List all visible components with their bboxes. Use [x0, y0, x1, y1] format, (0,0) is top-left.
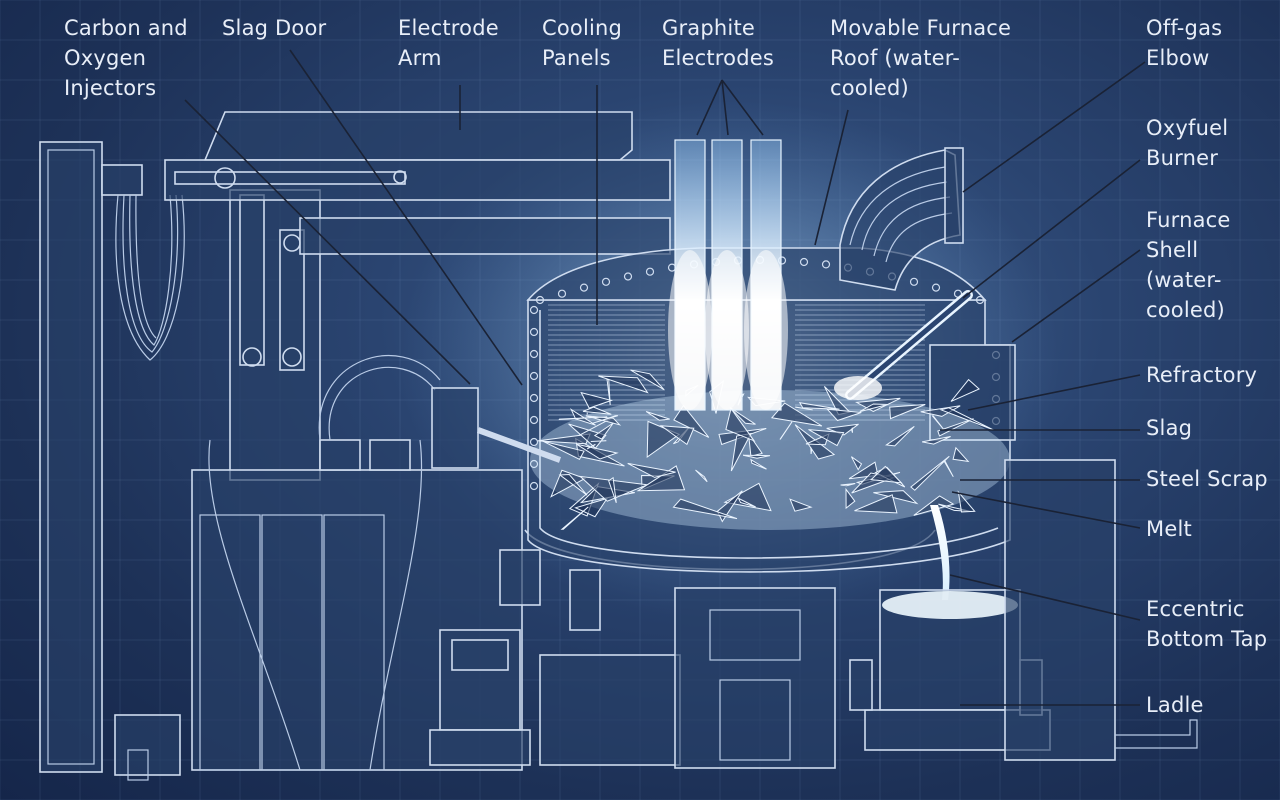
label-electrode-arm: Electrode Arm [398, 16, 499, 70]
electrode-arm-structure [164, 111, 671, 481]
label-cooling-panels: Cooling Panels [542, 16, 623, 70]
scrap-shard [884, 425, 915, 447]
scrap-shard [950, 378, 981, 402]
scrap-shard [598, 375, 649, 394]
off-gas-elbow [839, 147, 964, 291]
label-ladle: Ladle [1146, 693, 1204, 717]
scrap-shard [672, 498, 738, 520]
label-slag-door: Slag Door [222, 16, 327, 40]
scrap-shard [750, 458, 767, 470]
label-graphite-electrodes: Graphite Electrodes [662, 16, 775, 70]
scrap-shard [725, 407, 756, 442]
label-off-gas-elbow: Off-gas Elbow [1146, 16, 1223, 70]
oxyfuel-burner-lance [834, 290, 973, 400]
scrap-shard [873, 490, 919, 505]
scrap-shard [645, 411, 670, 421]
label-oxyfuel-burner: Oxyfuel Burner [1146, 116, 1229, 170]
scrap-shard [840, 483, 856, 487]
label-refractory: Refractory [1146, 363, 1258, 387]
graphite-electrodes [668, 139, 788, 411]
scrap-shard [795, 406, 813, 411]
scrap-shard [729, 407, 756, 425]
label-furnace-shell: Furnace Shell (water- cooled) [1146, 208, 1231, 322]
scrap-shard [593, 422, 614, 440]
scrap-shard [592, 415, 619, 424]
label-movable-furnace-roof: Movable Furnace Roof (water- cooled) [830, 16, 1012, 100]
scrap-shard [695, 469, 708, 483]
scrap-shard [798, 402, 840, 410]
scrap-shard [580, 391, 614, 409]
scrap-shard [582, 406, 612, 415]
scrap-shard [576, 443, 619, 460]
label-carbon-oxygen-injectors: Carbon and Oxygen Injectors [64, 16, 188, 100]
scrap-shard [570, 408, 596, 426]
scrap-shard [550, 469, 587, 498]
scrap-shard [560, 506, 589, 530]
scrap-shard [779, 421, 793, 440]
scrap-shard [630, 369, 665, 391]
label-steel-scrap: Steel Scrap [1146, 467, 1268, 491]
scrap-shard [808, 429, 845, 447]
scrap-shard [854, 494, 898, 514]
scrap-shard [869, 465, 903, 484]
furnace-base [429, 529, 936, 769]
scrap-shard [939, 407, 994, 431]
label-slag: Slag [1146, 416, 1193, 440]
scrap-shard [568, 423, 607, 449]
scrap-shard [859, 403, 888, 413]
injector-pipe [476, 427, 562, 463]
scrap-shard [558, 416, 608, 421]
label-melt: Melt [1146, 517, 1192, 541]
scrap-shard [931, 415, 944, 430]
scrap-shard [659, 425, 695, 446]
scrap-shard [957, 490, 976, 513]
scrap-shard [627, 462, 676, 478]
leader-lines [184, 49, 1146, 706]
scrap-shard [851, 427, 853, 433]
steel-scrap-pile [530, 369, 1010, 530]
scrap-shard [952, 446, 970, 463]
scrap-shard [889, 404, 926, 420]
scrap-shard [574, 497, 609, 518]
scrap-shard [742, 454, 771, 459]
scrap-shard [590, 440, 607, 442]
scrap-shard [850, 456, 863, 471]
scrap-shard [922, 436, 951, 445]
scrap-shard [542, 440, 585, 460]
scrap-shard [937, 418, 974, 437]
scrap-shard [910, 455, 950, 491]
scrap-shard [789, 498, 813, 512]
scrap-shard [826, 408, 862, 422]
scrap-shard [845, 487, 856, 510]
scrap-shard [586, 444, 596, 450]
scrap-shard [723, 482, 772, 512]
scrap-shard [578, 418, 611, 436]
label-eccentric-bottom-tap: Eccentric Bottom Tap [1146, 597, 1268, 651]
scrap-shard [608, 476, 617, 503]
scrap-shard [558, 473, 588, 496]
scrap-shard [737, 497, 756, 508]
left-column [39, 141, 185, 773]
